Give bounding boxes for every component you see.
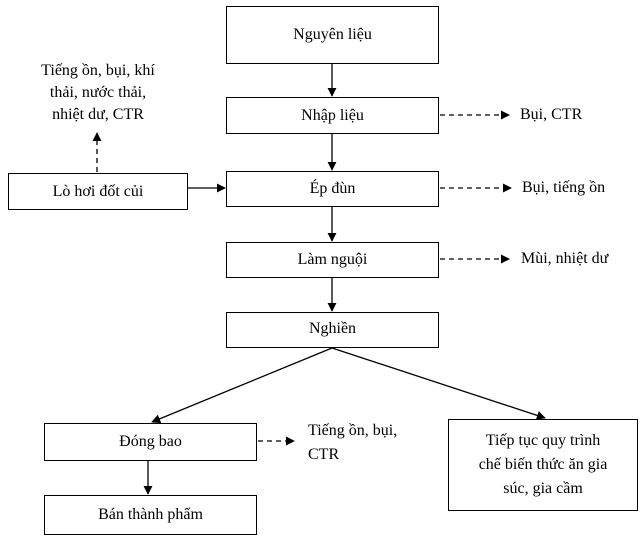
emission-dong-bao-line-2: CTR — [308, 446, 340, 463]
node-lo-hoi-label: Lò hơi đốt củi — [52, 182, 144, 200]
node-nhap-lieu: Nhập liệu — [226, 97, 439, 134]
emission-ep-dun: Bụi, tiếng ồn — [522, 179, 606, 196]
node-tiep-tuc-line-1: Tiếp tục quy trình — [485, 432, 601, 449]
arrow-nghien-to-dongbao — [151, 347, 333, 424]
node-dong-bao: Đóng bao — [44, 423, 257, 461]
node-nguyen-lieu-label: Nguyên liệu — [293, 26, 372, 43]
node-lo-hoi-dot-cui: Lò hơi đốt củi — [8, 173, 188, 210]
node-ep-dun: Ép đùn — [226, 171, 439, 207]
node-ban-thanh-pham-label: Bán thành phẩm — [98, 506, 203, 523]
node-nhap-lieu-label: Nhập liệu — [301, 106, 364, 124]
arrow-nghien-to-tieptuc — [331, 347, 546, 420]
node-ep-dun-label: Ép đùn — [309, 180, 356, 197]
emission-dong-bao: Tiếng ồn, bụi, CTR — [308, 419, 397, 467]
node-nghien-label: Nghiền — [308, 320, 357, 337]
emission-lo-hoi-line-1: Tiếng ồn, bụi, khí — [41, 62, 155, 79]
node-dong-bao-label: Đóng bao — [119, 433, 182, 450]
node-lam-nguoi: Làm nguội — [226, 242, 439, 278]
node-tiep-tuc-line-2: chế biến thức ăn gia — [478, 456, 608, 473]
node-tiep-tuc-quy-trinh: Tiếp tục quy trình chế biến thức ăn gia … — [448, 419, 638, 511]
node-ban-thanh-pham: Bán thành phẩm — [44, 495, 257, 535]
emission-lo-hoi: Tiếng ồn, bụi, khí thải, nước thải, nhiệ… — [18, 60, 178, 126]
emission-lo-hoi-line-2: thải, nước thải, — [49, 84, 147, 101]
emission-lam-nguoi: Mùi, nhiệt dư — [521, 250, 609, 267]
emission-dong-bao-line-1: Tiếng ồn, bụi, — [308, 422, 398, 439]
node-lam-nguoi-label: Làm nguội — [297, 251, 368, 268]
emission-nhap-lieu: Bụi, CTR — [520, 106, 583, 123]
node-nghien: Nghiền — [226, 312, 439, 348]
node-nguyen-lieu: Nguyên liệu — [226, 6, 439, 64]
node-tiep-tuc-line-3: súc, gia cầm — [503, 480, 583, 497]
emission-lo-hoi-line-3: nhiệt dư, CTR — [52, 106, 144, 123]
